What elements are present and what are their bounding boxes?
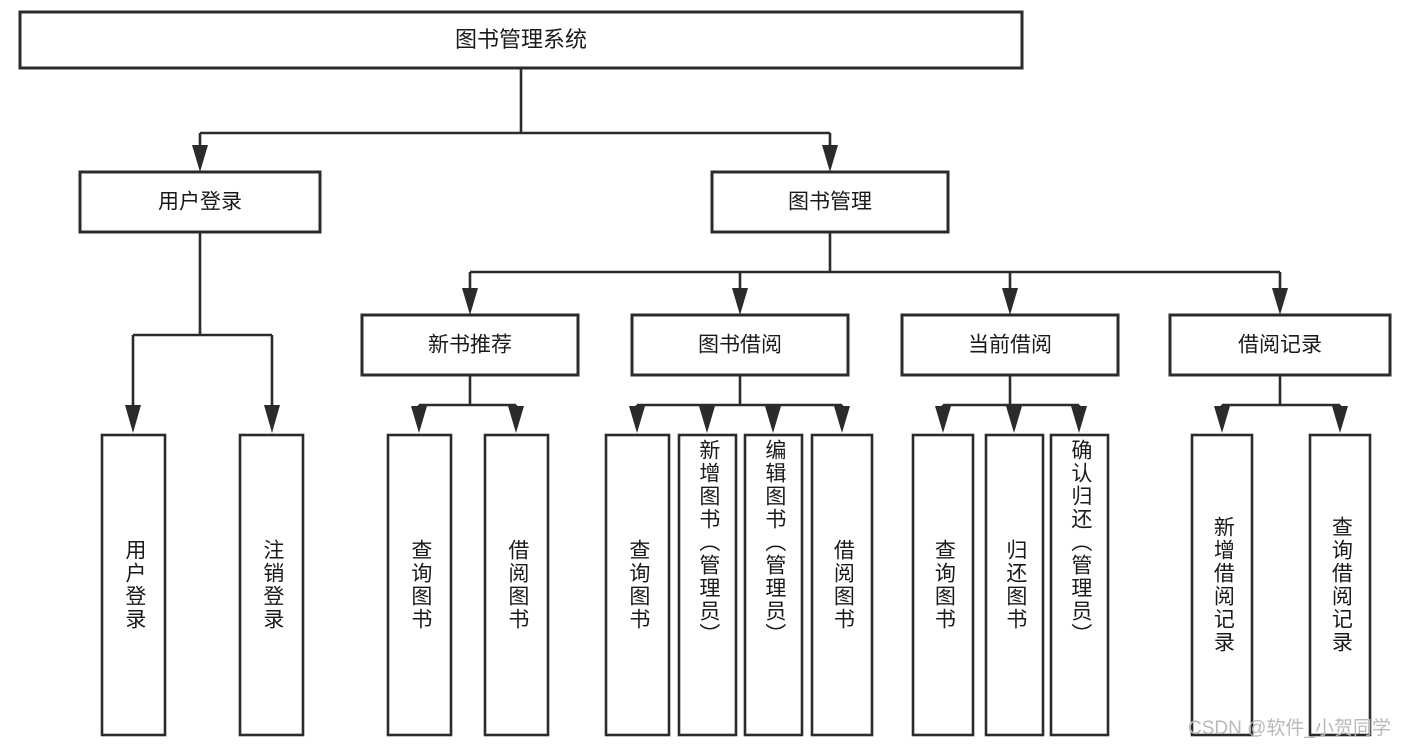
arrow-head-leaf-user-logout — [264, 405, 280, 433]
node-book-borrow[interactable]: 图书借阅 — [630, 313, 850, 377]
arrow-head-new-book-recommend — [462, 288, 478, 315]
arrow-head-leaf-edit-book — [765, 406, 781, 433]
node-new-book-recommend-box[interactable] — [360, 313, 580, 377]
node-new-book-recommend-label: 新书推荐 — [428, 334, 512, 357]
leaf-box-user-logout[interactable] — [238, 433, 305, 737]
leaf-box-query-book-3[interactable] — [911, 433, 975, 737]
node-borrow-record-label: 借阅记录 — [1238, 334, 1322, 357]
arrow-head-leaf-borrow-book-2 — [834, 406, 850, 433]
leaf-box-query-record[interactable] — [1308, 433, 1372, 737]
arrow-head-book-management — [822, 145, 838, 172]
arrow-head-user-login — [192, 145, 208, 172]
leaf-box-add-record[interactable] — [1190, 433, 1254, 737]
leaf-box-user-login[interactable] — [100, 433, 167, 737]
node-user-login-box[interactable] — [78, 170, 322, 234]
node-current-borrow[interactable]: 当前借阅 — [900, 313, 1120, 377]
arrow-head-current-borrow — [1002, 288, 1018, 315]
arrow-head-leaf-query-book-3 — [935, 406, 951, 433]
node-borrow-record[interactable]: 借阅记录 — [1168, 313, 1392, 377]
node-book-management[interactable]: 图书管理 — [710, 170, 950, 234]
node-root[interactable]: 图书管理系统 — [18, 10, 1024, 70]
arrow-head-leaf-borrow-book-1 — [508, 406, 524, 433]
arrow-head-leaf-query-book-1 — [411, 406, 427, 433]
leaf-box-query-book-2[interactable] — [604, 433, 671, 737]
leaf-box-borrow-book-1[interactable] — [483, 433, 550, 737]
arrow-head-leaf-add-record — [1214, 406, 1230, 433]
arrow-head-book-borrow — [732, 288, 748, 315]
leaf-box-borrow-book-2[interactable] — [810, 433, 874, 737]
node-book-borrow-box[interactable] — [630, 313, 850, 377]
connector-layer — [125, 68, 1348, 433]
leaf-box-confirm-return[interactable] — [1049, 433, 1110, 737]
node-current-borrow-box[interactable] — [900, 313, 1120, 377]
leaf-box-add-book[interactable] — [677, 433, 738, 737]
node-new-book-recommend[interactable]: 新书推荐 — [360, 313, 580, 377]
leaf-box-query-book-1[interactable] — [386, 433, 453, 737]
node-root-box[interactable] — [18, 10, 1024, 70]
node-user-login-label: 用户登录 — [158, 191, 242, 214]
leaf-boxes — [100, 433, 1372, 737]
node-root-label: 图书管理系统 — [455, 27, 587, 52]
node-user-login[interactable]: 用户登录 — [78, 170, 322, 234]
arrow-head-leaf-return-book — [1006, 406, 1022, 433]
leaf-box-edit-book[interactable] — [743, 433, 804, 737]
arrow-head-leaf-confirm-return — [1071, 406, 1087, 433]
leaf-box-return-book[interactable] — [984, 433, 1045, 737]
arrow-head-leaf-query-book-2 — [629, 406, 645, 433]
arrow-head-leaf-query-record — [1332, 406, 1348, 433]
arrow-head-leaf-add-book — [699, 406, 715, 433]
node-book-management-label: 图书管理 — [788, 191, 872, 214]
node-borrow-record-box[interactable] — [1168, 313, 1392, 377]
arrow-head-borrow-record — [1272, 288, 1288, 315]
node-book-management-box[interactable] — [710, 170, 950, 234]
node-book-borrow-label: 图书借阅 — [698, 334, 782, 357]
node-current-borrow-label: 当前借阅 — [968, 334, 1052, 357]
arrow-head-leaf-user-login — [125, 405, 141, 433]
